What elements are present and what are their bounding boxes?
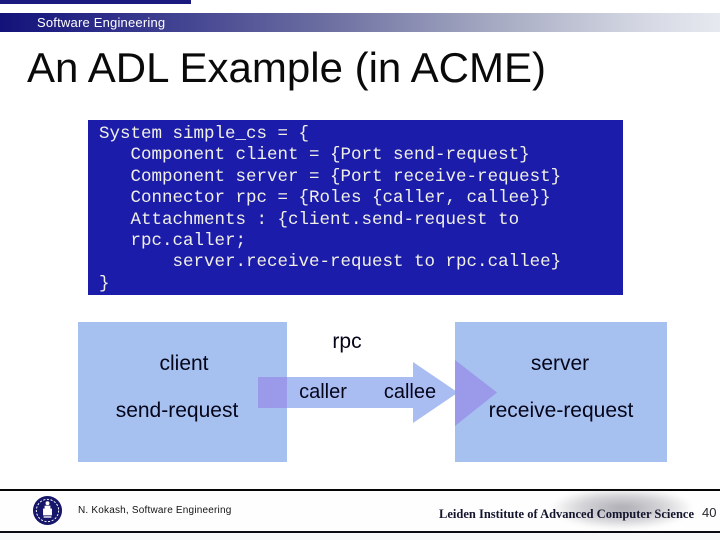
header-label: Software Engineering [37, 15, 166, 30]
page-title: An ADL Example (in ACME) [27, 44, 546, 91]
code-line: Component client = {Port send-request} [99, 145, 530, 166]
top-accent-strip [0, 0, 191, 4]
code-line: } [99, 273, 110, 294]
footer-author-text: N. Kokash, Software Engineering [78, 505, 232, 516]
code-block: System simple_cs = { Component client = … [88, 120, 623, 295]
header-bar: Software Engineering [0, 13, 720, 32]
code-line: Connector rpc = {Roles {caller, callee}} [99, 188, 551, 209]
server-port-label: receive-request [488, 399, 634, 422]
footer-bottom-rule [0, 531, 720, 533]
server-label: server [530, 352, 590, 375]
rpc-connector-label: rpc [332, 330, 362, 353]
footer-institute-text: Leiden Institute of Advanced Computer Sc… [439, 507, 694, 521]
university-seal-logo [32, 495, 63, 526]
code-line: System simple_cs = { [99, 124, 310, 144]
callee-role-label: callee [383, 381, 437, 403]
bottom-margin [0, 533, 720, 540]
server-component-box [455, 322, 667, 462]
client-component-box [78, 322, 287, 462]
code-line: server.receive-request to rpc.callee} [99, 252, 562, 273]
caller-role-label: caller [299, 381, 347, 403]
client-port-label: send-request [115, 399, 239, 422]
watermark-smudge [552, 491, 692, 529]
code-line: Attachments : {client.send-request to [99, 209, 520, 230]
code-line: Component server = {Port receive-request… [99, 166, 562, 187]
code-line: rpc.caller; [99, 231, 247, 252]
client-label: client [159, 352, 209, 375]
footer-top-rule [0, 489, 720, 491]
page-number: 40 [702, 505, 717, 520]
